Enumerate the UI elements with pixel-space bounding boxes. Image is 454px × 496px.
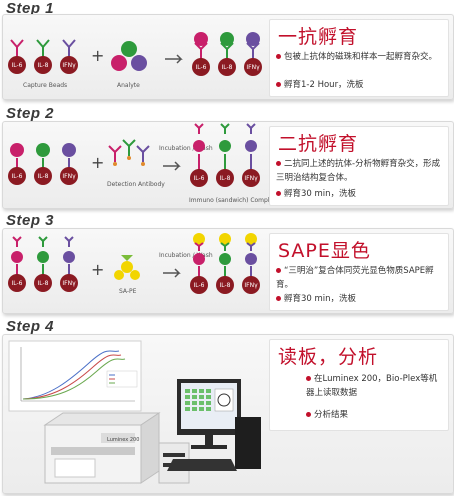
bullet-icon	[276, 191, 281, 196]
step-4-bullet-2: 分析结果	[306, 408, 444, 422]
step-1-textbox: 一抗孵育 包被上抗体的磁珠和样本一起孵育杂交。 孵育1-2 Hour，洗板	[269, 19, 449, 97]
complex-il8: IL-8	[34, 143, 52, 185]
capture-bead-il6: IL-6	[8, 39, 26, 74]
step-1-heading: Step 1	[6, 0, 55, 17]
step-3-bullet-2: 孵育30 min，洗板	[276, 292, 444, 306]
svg-text:IL-6: IL-6	[12, 173, 23, 180]
bound-bead-ifn: IFNγ	[244, 32, 262, 76]
s3-complex-il8: IL-8	[34, 236, 52, 292]
svg-text:IL-6: IL-6	[194, 175, 205, 182]
labeled-complex-il8: IL-8	[216, 233, 234, 294]
step-2-textbox: 二抗孵育 二抗同上述的抗体-分析物孵育杂交，形成三明治结构复合体。 孵育30 m…	[269, 126, 449, 206]
complex-il6: IL-6	[8, 143, 26, 185]
bullet-icon	[306, 412, 311, 417]
plus-sign: +	[91, 153, 104, 172]
detection-antibody-label: Detection Antibody	[107, 181, 165, 188]
bead-label-il8: IL-8	[38, 62, 49, 69]
arrow-icon	[163, 268, 181, 278]
detection-antibodies	[108, 139, 150, 166]
step-4-heading: Step 4	[6, 318, 55, 335]
svg-text:IL-6: IL-6	[194, 282, 205, 289]
svg-text:IL-8: IL-8	[222, 64, 233, 71]
bullet-icon	[306, 376, 311, 381]
step-1-bullet-1: 包被上抗体的磁珠和样本一起孵育杂交。	[276, 50, 444, 64]
incubation-label: Incubation / Wash	[159, 145, 213, 152]
bead-label-ifn: IFNγ	[62, 62, 76, 69]
sandwich-il8: IL-8	[216, 123, 234, 187]
bullet-icon	[276, 54, 281, 59]
arrow-icon	[165, 54, 183, 64]
svg-text:IFNγ: IFNγ	[246, 64, 260, 71]
svg-text:IL-6: IL-6	[12, 280, 23, 287]
step-4-textbox: 读板，分析 在Luminex 200，Bio-Plex等机器上读取数据 分析结果	[269, 339, 449, 431]
step-4-bullet-1: 在Luminex 200，Bio-Plex等机器上读取数据	[306, 374, 438, 398]
sandwich-complex-label: Immuno (sandwich) Complex	[189, 197, 277, 204]
analyte-group	[111, 41, 147, 71]
svg-text:IFNγ: IFNγ	[244, 175, 258, 182]
bullet-icon	[276, 296, 281, 301]
plus-sign: +	[91, 46, 104, 65]
svg-text:IL-8: IL-8	[38, 280, 49, 287]
bound-bead-il6: IL-6	[192, 32, 210, 76]
s3-complex-il6: IL-6	[8, 236, 26, 292]
labeled-complex-ifn: IFNγ	[242, 233, 260, 294]
sape-label: SA-PE	[119, 288, 137, 295]
step-3-bullet-1: “三明治”复合体同荧光显色物质SAPE孵育。	[276, 266, 434, 290]
bullet-icon	[276, 268, 281, 273]
step-2-bullet-1: 二抗同上述的抗体-分析物孵育杂交，形成三明治结构复合体。	[276, 159, 441, 183]
capture-bead-il8: IL-8	[34, 39, 52, 74]
step-2-heading: Step 2	[6, 105, 55, 122]
sandwich-il6: IL-6	[190, 123, 208, 187]
s3-complex-ifn: IFNγ	[60, 236, 78, 292]
complex-ifn: IFNγ	[60, 143, 78, 185]
analyte-label: Analyte	[117, 82, 140, 89]
svg-text:IL-6: IL-6	[196, 64, 207, 71]
svg-text:IL-8: IL-8	[220, 175, 231, 182]
luminex-instrument: Luminex 200	[43, 412, 190, 484]
bound-bead-il8: IL-8	[218, 32, 236, 76]
svg-text:IFNγ: IFNγ	[62, 280, 76, 287]
instrument-label: Luminex 200	[107, 437, 139, 443]
svg-text:IFNγ: IFNγ	[62, 173, 76, 180]
step-1-illustration: IL-6 IL-8 IFNγ Capture Beads + Analyte	[8, 32, 262, 89]
bullet-icon	[276, 161, 281, 166]
step-3-heading: Step 3	[6, 212, 55, 229]
step-1-panel: IL-6 IL-8 IFNγ Capture Beads + Analyte	[2, 14, 454, 100]
capture-bead-ifn: IFNγ	[60, 39, 78, 74]
step-4-title: 读板，分析	[278, 346, 379, 368]
step-2-panel: IL-6 IL-8 IFNγ + Detection Antibody Incu…	[2, 121, 454, 209]
svg-text:IL-8: IL-8	[38, 173, 49, 180]
capture-beads-label: Capture Beads	[23, 82, 67, 89]
standard-curve-thumbnail	[8, 340, 142, 412]
step-2-illustration: IL-6 IL-8 IFNγ + Detection Antibody Incu…	[8, 123, 277, 204]
step-3-panel: IL-6 IL-8 IFNγ + SA-PE Incubation / Wash	[2, 228, 454, 314]
step-4-panel: Luminex 200 读板，分析 在Luminex 200，Bio-Plex等…	[2, 334, 454, 494]
labeled-complex-il6: IL-6	[190, 233, 208, 294]
step-1-title: 一抗孵育	[278, 26, 359, 48]
sape-molecules	[114, 255, 140, 280]
svg-text:IL-8: IL-8	[220, 282, 231, 289]
svg-text:IFNγ: IFNγ	[244, 282, 258, 289]
step-2-title: 二抗孵育	[278, 133, 359, 155]
step-3-title: SAPE显色	[278, 240, 371, 262]
plus-sign: +	[91, 260, 104, 279]
bullet-icon	[276, 82, 281, 87]
step-2-bullet-2: 孵育30 min，洗板	[276, 187, 444, 201]
computer-workstation	[167, 379, 261, 471]
step-3-textbox: SAPE显色 “三明治”复合体同荧光显色物质SAPE孵育。 孵育30 min，洗…	[269, 233, 449, 311]
incubation-label: Incubation / Wash	[159, 252, 213, 259]
step-3-illustration: IL-6 IL-8 IFNγ + SA-PE Incubation / Wash	[8, 233, 260, 295]
step-1-bullet-2: 孵育1-2 Hour，洗板	[276, 78, 444, 92]
arrow-icon	[163, 161, 181, 171]
bead-label-il6: IL-6	[12, 62, 23, 69]
sandwich-ifn: IFNγ	[242, 123, 260, 187]
